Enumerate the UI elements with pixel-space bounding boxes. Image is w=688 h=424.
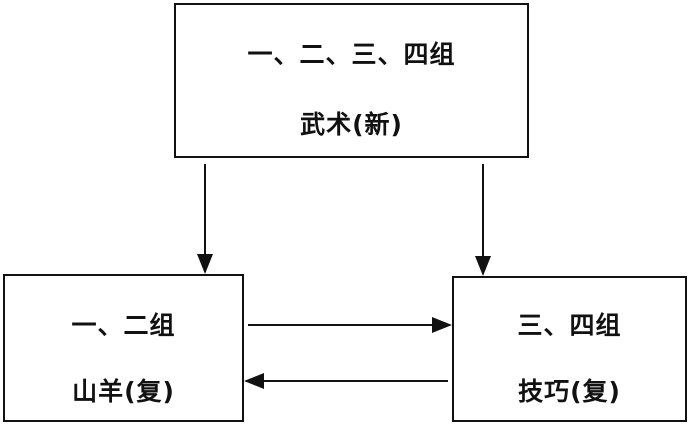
top-box: 一、二、三、四组 武术(新) (174, 3, 529, 158)
right-box: 三、四组 技巧(复) (452, 276, 687, 422)
top-groups: 一、二、三、四组 (247, 40, 456, 69)
right-groups: 三、四组 (517, 311, 622, 340)
left-activity: 山羊(复) (72, 377, 175, 406)
left-groups: 一、二组 (71, 311, 176, 340)
left-box: 一、二组 山羊(复) (3, 274, 244, 422)
top-activity: 武术(新) (300, 110, 403, 139)
right-activity: 技巧(复) (518, 377, 621, 406)
